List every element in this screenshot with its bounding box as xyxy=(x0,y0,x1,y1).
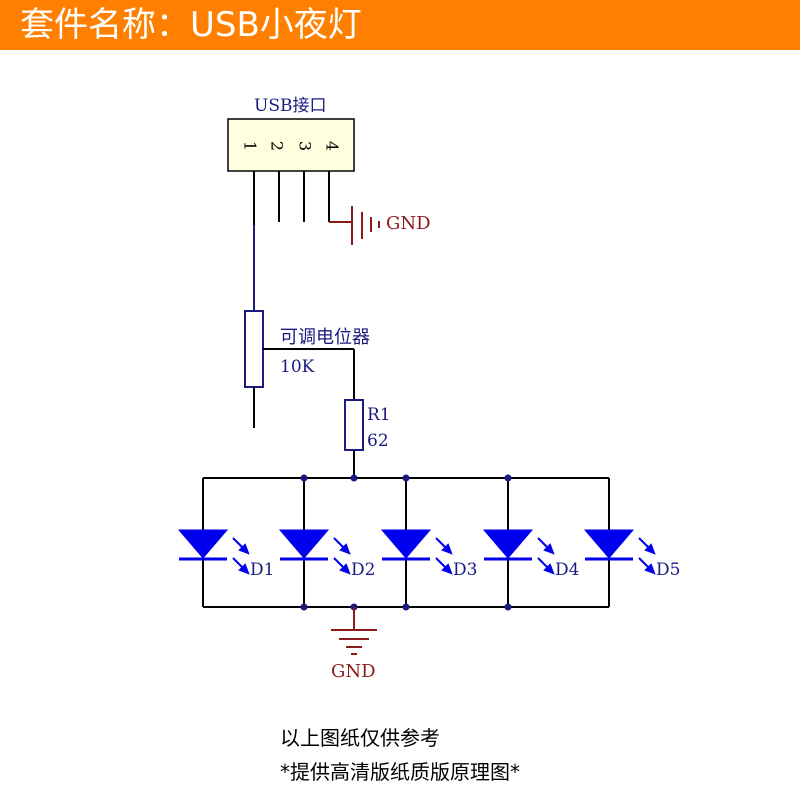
usb-pin-1: 1 xyxy=(241,141,260,151)
emission-arrows-icon xyxy=(435,537,453,575)
emission-arrows-icon xyxy=(537,537,555,575)
led-label: D1 xyxy=(250,560,274,580)
potentiometer: 可调电位器 10K xyxy=(244,310,370,428)
usb-connector: USB接口 1 2 3 4 xyxy=(227,96,355,172)
gnd-label-top: GND xyxy=(386,213,431,234)
junction-dot xyxy=(350,474,358,482)
led-label: D5 xyxy=(656,560,680,580)
usb-pin-4: 4 xyxy=(323,141,342,151)
resistor-ref: R1 xyxy=(367,405,391,425)
diode-triangle xyxy=(380,529,432,559)
led-label: D3 xyxy=(453,560,477,580)
led-label: D2 xyxy=(351,560,375,580)
diode-triangle xyxy=(177,529,229,559)
resistor-value: 62 xyxy=(367,431,389,451)
diode-triangle xyxy=(583,529,635,559)
ground-symbol-top: GND xyxy=(329,206,431,245)
junction-dot xyxy=(504,474,512,482)
usb-pin-2: 2 xyxy=(268,141,287,151)
potentiometer-value: 10K xyxy=(280,357,315,377)
resistor-r1: R1 62 xyxy=(344,399,391,478)
diode-triangle xyxy=(482,529,534,559)
title-bar: 套件名称：USB小夜灯 xyxy=(0,0,800,50)
led-array: D1 D2 D3 D4 D5 xyxy=(177,474,680,611)
diode-triangle xyxy=(278,529,330,559)
emission-arrows-icon xyxy=(232,537,250,575)
kit-title: 套件名称：USB小夜灯 xyxy=(20,5,362,45)
note-hd-schematic: *提供高清版纸质版原理图* xyxy=(280,760,520,784)
emission-arrows-icon xyxy=(638,537,656,575)
junction-dot xyxy=(402,603,410,611)
junction-dot xyxy=(300,474,308,482)
ground-symbol-bottom: GND xyxy=(331,607,377,682)
junction-dot xyxy=(300,603,308,611)
note-reference-only: 以上图纸仅供参考 xyxy=(280,726,440,750)
junction-dot xyxy=(402,474,410,482)
usb-connector-label: USB接口 xyxy=(254,96,326,116)
led-d2: D2 xyxy=(278,474,375,611)
led-d1: D1 xyxy=(177,478,274,607)
led-d4: D4 xyxy=(482,474,579,611)
emission-arrows-icon xyxy=(333,537,351,575)
usb-pin-leads xyxy=(253,171,330,225)
potentiometer-name: 可调电位器 xyxy=(280,327,370,348)
usb-pin-3: 3 xyxy=(296,141,315,151)
led-d5: D5 xyxy=(583,478,680,607)
led-d3: D3 xyxy=(380,474,477,611)
junction-dot xyxy=(504,603,512,611)
gnd-label-bottom: GND xyxy=(331,661,376,682)
led-label: D4 xyxy=(555,560,579,580)
